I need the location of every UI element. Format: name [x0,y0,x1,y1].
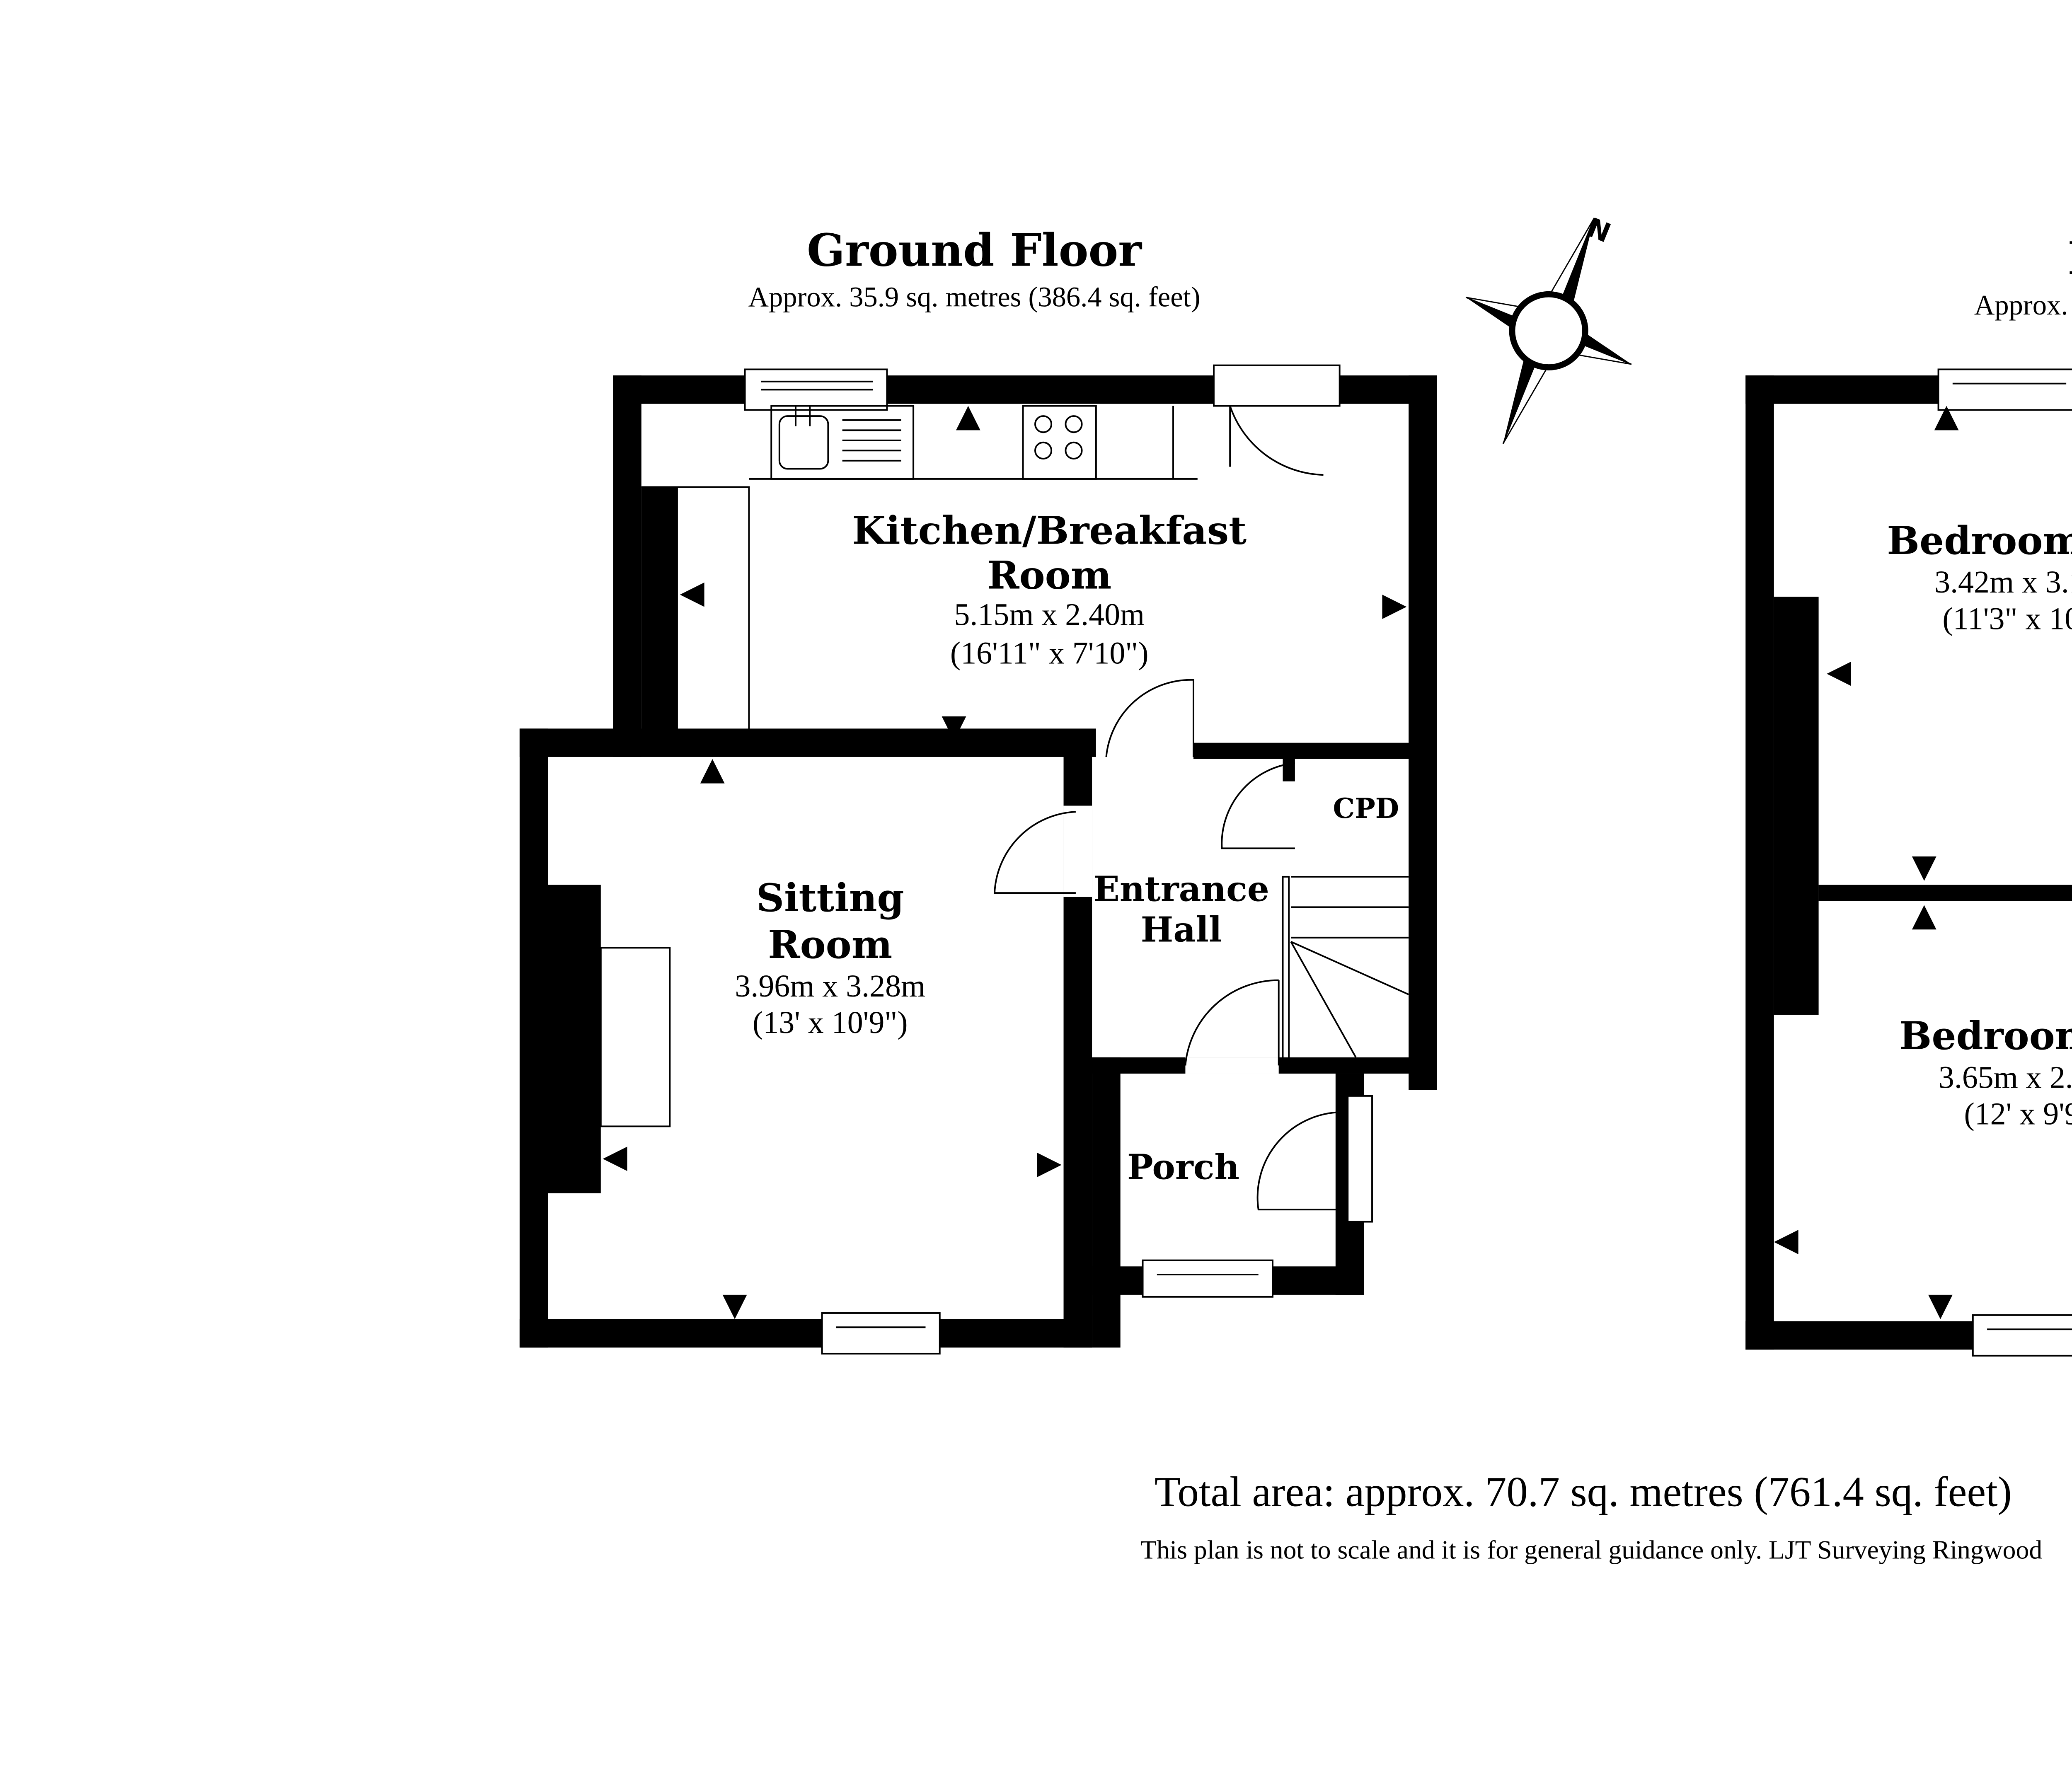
hall-name-line2: Hall [1141,910,1222,950]
ground-floor-fixtures [600,405,1409,1127]
first-floor-area: Approx. 34.8 sq. metres (375.0 sq. feet) [1974,289,2072,321]
bedroom2-label: Bedroom 2 3.42m x 3.15m (11'3" x 10'4") [1887,518,2072,636]
ground-floor-title: Ground Floor [807,225,1142,277]
kitchen-name-line1: Kitchen/Breakfast [852,508,1247,553]
kitchen-sink-icon [770,405,915,480]
first-floor-heading: First Floor Approx. 34.8 sq. metres (375… [1974,232,2072,321]
kitchen-hob-icon [1022,405,1097,480]
kitchen-label: Kitchen/Breakfast Room 5.15m x 2.40m (16… [852,508,1247,671]
ground-floor-heading: Ground Floor Approx. 35.9 sq. metres (38… [748,225,1200,313]
bedroom2-dimensions-metric: 3.42m x 3.15m [1934,565,2072,600]
first-floor-markers [1774,406,1959,1319]
sitting-dimensions-metric: 3.96m x 3.28m [735,969,925,1004]
ground-floor-markers [603,406,1407,1319]
first-floor-openings [1937,368,2072,1357]
kitchen-name-line2: Room [987,552,1111,597]
ground-floor-openings [744,364,1373,1355]
entrance-hall-label: Entrance Hall [1093,869,1269,950]
kitchen-dimensions-metric: 5.15m x 2.40m [954,597,1145,632]
bedroom2-dimensions-imperial: (11'3" x 10'4") [1942,601,2072,636]
bedroom2-name: Bedroom 2 [1887,518,2072,563]
compass-rose-icon [1465,218,1632,444]
bedroom1-name: Bedroom 1 [1899,1013,2072,1058]
bedroom1-label: Bedroom 1 3.65m x 2.97m (12' x 9'9") [1899,1013,2072,1131]
hall-name-line1: Entrance [1093,869,1269,910]
bedroom1-dimensions-imperial: (12' x 9'9") [1964,1096,2072,1131]
sitting-room-label: Sitting Room 3.96m x 3.28m (13' x 10'9") [735,875,925,1040]
bedroom1-dimensions-metric: 3.65m x 2.97m [1939,1060,2072,1095]
ground-cpd-label: CPD [1333,792,1399,825]
ground-floor-area: Approx. 35.9 sq. metres (386.4 sq. feet) [748,281,1200,313]
first-floor-title: First Floor [2067,232,2072,285]
ground-floor-stairs [1282,876,1409,1064]
porch-label: Porch [1127,1147,1239,1188]
sitting-name-line2: Room [768,922,892,967]
disclaimer: This plan is not to scale and it is for … [1140,1535,2042,1565]
total-area: Total area: approx. 70.7 sq. metres (761… [1155,1468,2012,1515]
sitting-name-line1: Sitting [756,875,904,920]
sitting-dimensions-imperial: (13' x 10'9") [753,1005,908,1040]
kitchen-dimensions-imperial: (16'11" x 7'10") [950,636,1149,671]
